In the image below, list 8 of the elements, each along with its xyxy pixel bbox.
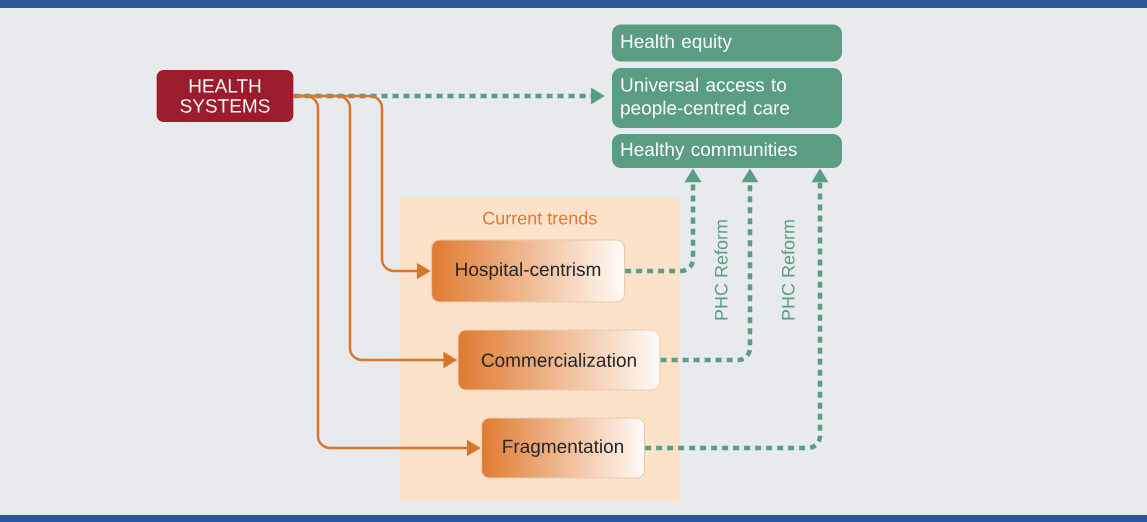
trend-box: Fragmentation	[480, 417, 646, 479]
edge-label: PHC Reform	[714, 220, 728, 320]
outcome-box: Health equity	[612, 24, 842, 62]
system-box: HEALTH SYSTEMS	[156, 70, 294, 122]
outcome-box: Universal access to people-centred care	[612, 68, 842, 128]
edge-label: PHC Reform	[781, 220, 795, 320]
trend-box: Commercialization	[457, 329, 661, 391]
trend-box: Hospital-centrism	[430, 239, 626, 303]
